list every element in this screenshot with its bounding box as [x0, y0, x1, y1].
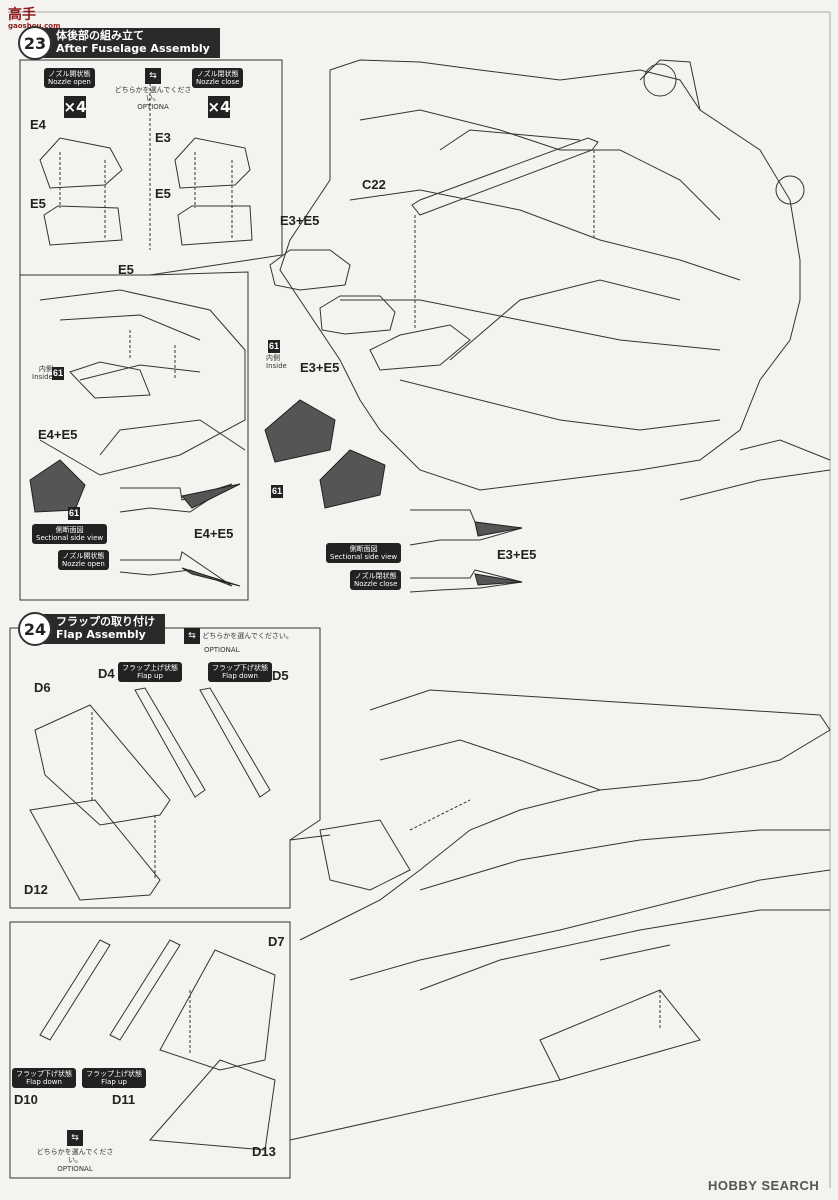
label-e4-e5: E4+E5 [38, 427, 78, 442]
optional-en-24: OPTIONAL [204, 646, 240, 654]
inside-jp: 内側 [38, 365, 53, 373]
optional-arrows-icon: ⇆ [145, 68, 161, 84]
label-d4: D4 [98, 666, 115, 681]
flap-up-jp-bottom: フラップ上げ状態 [86, 1070, 142, 1078]
optional-en-24b: OPTIONAL [57, 1164, 93, 1173]
flap-up-tag-bottom: フラップ上げ状態 Flap up [82, 1068, 146, 1089]
flap-down-en-top: Flap down [222, 672, 258, 681]
optional-en-23: OPTIONA [137, 102, 169, 111]
nozzle-close-section-jp: ノズル閉状態 [354, 572, 397, 580]
nozzle-open-section-jp: ノズル開状態 [62, 552, 105, 560]
optional-arrows-icon-24: ⇆ [184, 628, 200, 644]
step-24-title: フラップの取り付け Flap Assembly [42, 614, 165, 644]
step-24-header: 24 フラップの取り付け Flap Assembly [18, 612, 165, 646]
sectional-view-tag-right: 側断面図 Sectional side view [326, 543, 402, 564]
inside-main-en: Inside [266, 362, 287, 371]
nozzle-close-tag: ノズル閉状態 Nozzle close [192, 68, 244, 89]
step-24-title-jp: フラップの取り付け [56, 615, 155, 629]
nozzle-close-tag-section: ノズル閉状態 Nozzle close [350, 570, 402, 591]
sectional-en-right: Sectional side view [330, 553, 398, 562]
paint-code-e4e5: 61 [68, 507, 80, 520]
step-23-title-en: After Fuselage Assembly [56, 41, 210, 55]
optional-note-23: ⇆ どちらかを選んでください。 OPTIONA [108, 68, 198, 111]
label-c22: C22 [362, 177, 386, 192]
nozzle-close-jp: ノズル閉状態 [196, 70, 239, 78]
sectional-jp-left: 側断面図 [55, 526, 84, 534]
step-23-number: 23 [18, 26, 52, 60]
label-d11: D11 [112, 1092, 136, 1107]
nozzle-close-section-en: Nozzle close [354, 580, 398, 589]
optional-jp-24b: どちらかを選んでください。 [36, 1148, 114, 1165]
label-e5-bottom: E5 [118, 262, 134, 277]
sectional-en-left: Sectional side view [36, 534, 104, 543]
step-23-header: 23 体後部の組み立て After Fuselage Assembly [18, 26, 220, 60]
step-23-title-jp: 体後部の組み立て [56, 29, 144, 43]
nozzle-open-section-en: Nozzle open [62, 560, 105, 569]
label-e3-e5-top: E3+E5 [280, 213, 320, 228]
label-e3-e5-mid: E3+E5 [300, 360, 340, 375]
label-d7: D7 [268, 934, 285, 949]
paint-code-inset: 61 [52, 367, 64, 380]
label-e3-e5-section: E3+E5 [497, 547, 537, 562]
nozzle-open-jp: ノズル開状態 [48, 70, 91, 78]
flap-down-en-bottom: Flap down [26, 1078, 62, 1087]
label-e3: E3 [155, 130, 171, 145]
label-d6: D6 [34, 680, 51, 695]
label-e5-left: E5 [30, 196, 46, 211]
inside-en: Inside [32, 373, 53, 382]
flap-up-tag-top: フラップ上げ状態 Flap up [118, 662, 182, 683]
flap-up-en-top: Flap up [137, 672, 163, 681]
optional-jp-23: どちらかを選んでください。 [114, 86, 192, 103]
paint-code-main-1: 61 [268, 340, 280, 353]
flap-down-tag-top: フラップ下げ状態 Flap down [208, 662, 272, 683]
label-d10: D10 [14, 1092, 38, 1107]
paint-code-main-2: 61 [271, 485, 283, 498]
optional-note-24-top: ⇆ どちらかを選んでください。 OPTIONAL [184, 628, 304, 654]
optional-arrows-icon-24b: ⇆ [67, 1130, 83, 1146]
sectional-jp-right: 側断面図 [349, 545, 378, 553]
nozzle-open-tag: ノズル開状態 Nozzle open [44, 68, 95, 89]
inside-label-main: 内側 Inside [266, 354, 287, 370]
label-d13: D13 [252, 1144, 276, 1159]
footer-brand: HOBBY SEARCH [708, 1178, 820, 1193]
flap-up-jp-top: フラップ上げ状態 [122, 664, 178, 672]
nozzle-open-tag-section: ノズル開状態 Nozzle open [58, 550, 109, 571]
optional-note-24-bottom: ⇆ どちらかを選んでください。 OPTIONAL [30, 1130, 120, 1173]
flap-down-jp-bottom: フラップ下げ状態 [16, 1070, 72, 1078]
label-e5-right: E5 [155, 186, 171, 201]
label-e4-e5-section: E4+E5 [194, 526, 234, 541]
label-e4: E4 [30, 117, 46, 132]
nozzle-close-en: Nozzle close [196, 78, 240, 87]
multiplier-open: ×4 [63, 96, 87, 118]
inside-main-jp: 内側 [266, 354, 280, 362]
watermark-title: 高手 [8, 6, 36, 22]
step-23-title: 体後部の組み立て After Fuselage Assembly [42, 28, 220, 58]
label-d5: D5 [272, 668, 289, 683]
multiplier-close: ×4 [207, 96, 231, 118]
flap-down-jp-top: フラップ下げ状態 [212, 664, 268, 672]
inside-label: 内側 Inside [32, 365, 53, 381]
optional-jp-24: どちらかを選んでください。 [202, 632, 293, 640]
label-d12: D12 [24, 882, 48, 897]
step-24-number: 24 [18, 612, 52, 646]
sectional-view-tag-left: 側断面図 Sectional side view [32, 524, 108, 545]
step-24-title-en: Flap Assembly [56, 627, 146, 641]
flap-down-tag-bottom: フラップ下げ状態 Flap down [12, 1068, 76, 1089]
flap-up-en-bottom: Flap up [101, 1078, 127, 1087]
nozzle-open-en: Nozzle open [48, 78, 91, 87]
